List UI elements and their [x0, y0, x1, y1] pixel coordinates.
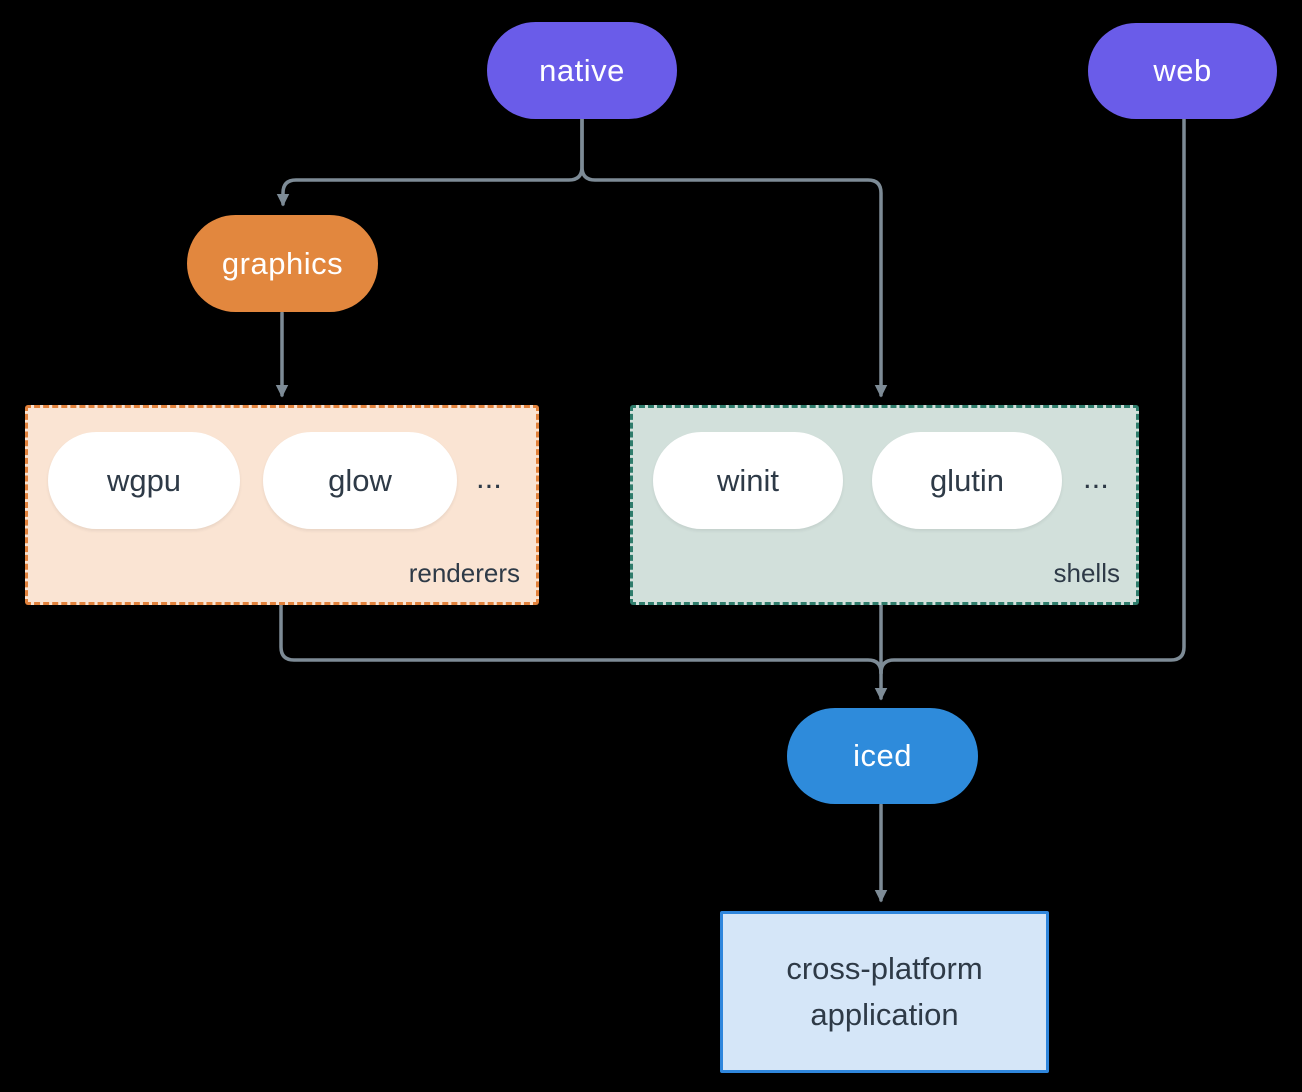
app-label-line2: application [810, 997, 959, 1032]
pill-winit-label: winit [716, 462, 779, 498]
edge-renderers-to-merge [279, 598, 883, 675]
pill-glow-label: glow [328, 462, 392, 498]
node-iced-label: iced [853, 738, 912, 773]
shells-ellipsis: ... [1083, 460, 1109, 495]
pill-wgpu-label: wgpu [106, 462, 182, 498]
node-native-label: native [539, 52, 625, 88]
edge-native-to-graphics [276, 117, 584, 207]
pill-glow: glow [263, 432, 457, 529]
node-iced: iced [787, 708, 978, 804]
renderers-group-label-wrap [25, 405, 527, 593]
node-cross-platform-application: cross-platform application [720, 911, 1049, 1073]
pill-glutin-label: glutin [929, 462, 1005, 498]
node-native: native [487, 22, 677, 119]
node-graphics: graphics [187, 215, 378, 312]
pill-glutin: glutin [872, 432, 1062, 529]
app-label-line1: cross-platform [786, 951, 983, 986]
renderers-ellipsis: ... [476, 460, 502, 495]
node-graphics-label: graphics [221, 245, 344, 281]
node-web-label: web [1153, 53, 1212, 88]
pill-wgpu: wgpu [48, 432, 240, 529]
edge-native-to-shells [580, 117, 888, 398]
node-web: web [1088, 23, 1277, 119]
pill-winit: winit [653, 432, 843, 529]
